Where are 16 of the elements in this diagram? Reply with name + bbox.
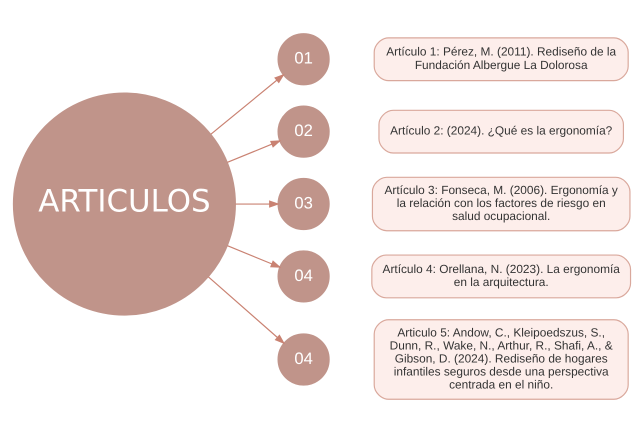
node-circle: 02 <box>278 105 330 158</box>
node-circle: 04 <box>278 250 330 302</box>
arrow <box>208 276 286 344</box>
node-circle: 03 <box>278 177 330 230</box>
node-box: Artículo 3: Fonseca, M. (2006). Ergonomía y la relación con los factores de riesgo en salud ocupacional. <box>372 176 631 231</box>
node-box: Artículo 4: Orellana, N. (2023). La ergonomía en la arquitectura. <box>371 254 632 298</box>
node-box: Artículo 1: Pérez, M. (2011). Rediseño de la Fundación Albergue La Dolorosa <box>374 36 629 81</box>
node-box: Articulo 5: Andow, C., Kleipoedszus, S., Dunn, R., Wake, N., Arthur, R., Shafi, A., & Gibson, D. (2024). Rediseño de hogares infantiles seguros desde una perspectiva centrada en el niño. <box>374 318 629 400</box>
arrow <box>210 73 285 134</box>
node-circle: ARTICULOS <box>12 92 236 316</box>
node-circle: 01 <box>278 32 330 85</box>
arrow <box>236 200 280 208</box>
arrow <box>227 244 282 268</box>
node-box: Artículo 2: (2024). ¿Qué es la ergonomía? <box>378 109 624 154</box>
node-circle: 04 <box>278 332 330 386</box>
arrow <box>227 140 282 162</box>
